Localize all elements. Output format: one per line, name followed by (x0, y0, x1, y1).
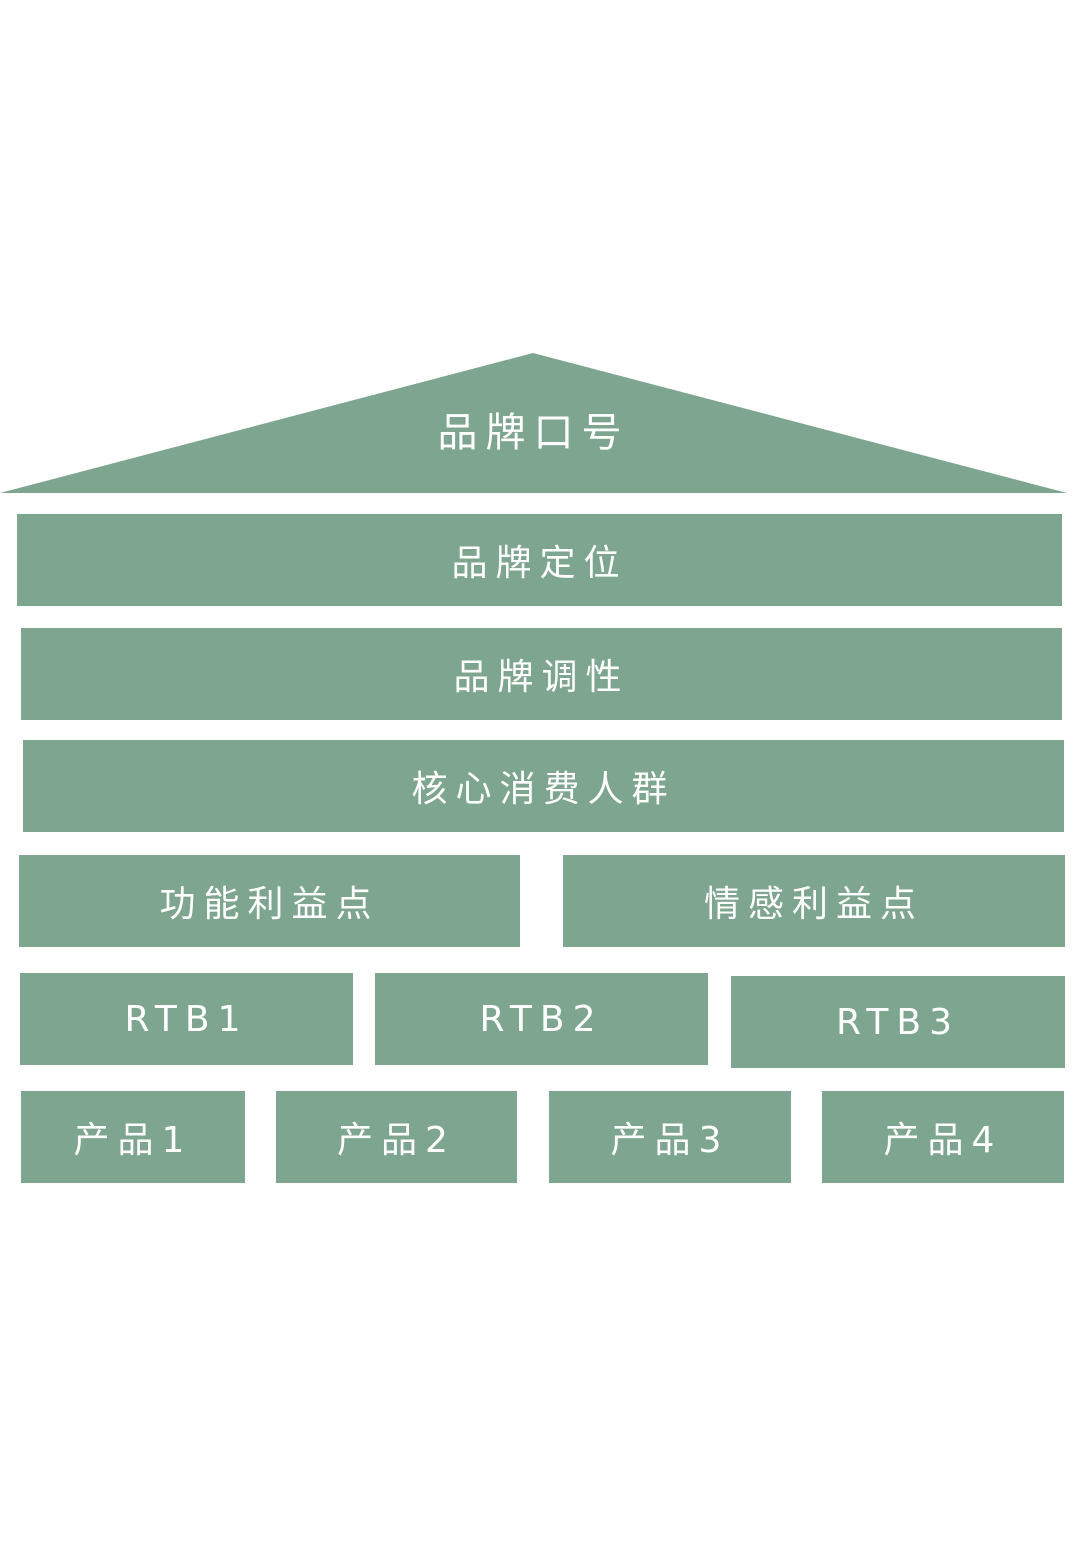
brand-positioning-block: 品牌定位 (17, 514, 1062, 606)
functional-benefit-block: 功能利益点 (19, 855, 520, 947)
roof-triangle (0, 353, 1067, 493)
brand-slogan-label: 品牌口号 (437, 410, 630, 456)
product-block: 产品1 (21, 1091, 245, 1183)
product-block: 产品2 (276, 1091, 517, 1183)
product-block: 产品4 (822, 1091, 1064, 1183)
brand-tonality-block: 品牌调性 (21, 628, 1062, 720)
product-block: 产品3 (549, 1091, 791, 1183)
rtb-block: RTB3 (731, 976, 1065, 1068)
rtb-block: RTB1 (20, 973, 353, 1065)
core-consumers-block: 核心消费人群 (23, 740, 1064, 832)
rtb-block: RTB2 (375, 973, 708, 1065)
emotional-benefit-block: 情感利益点 (563, 855, 1065, 947)
